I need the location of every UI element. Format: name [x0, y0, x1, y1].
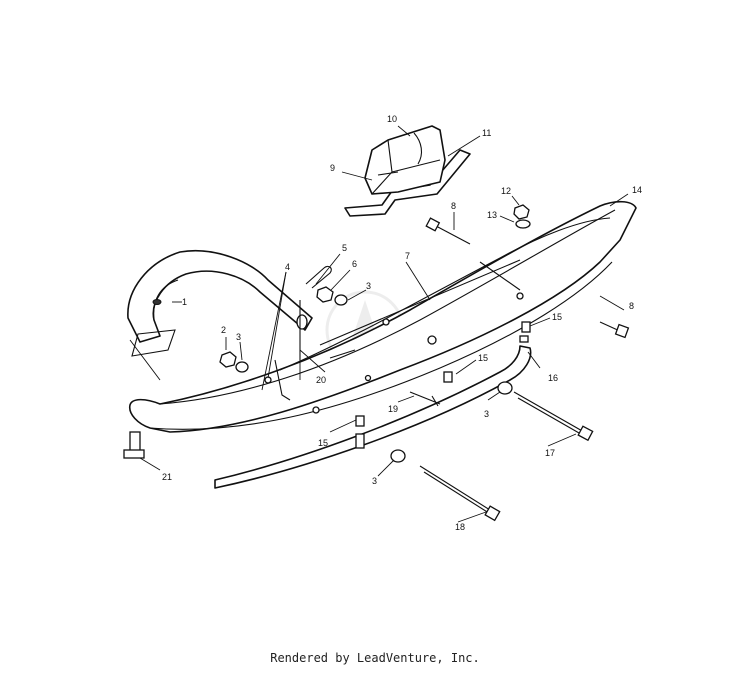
wear-bar — [214, 345, 532, 489]
callout-2: 2 — [221, 325, 226, 335]
callout-6: 6 — [352, 259, 357, 269]
callout-11: 11 — [482, 128, 491, 138]
callout-15: 15 — [552, 312, 562, 322]
callout-19: 19 — [388, 404, 398, 414]
footer-credit: Rendered by LeadVenture, Inc. — [270, 651, 480, 665]
callout-9: 9 — [330, 163, 335, 173]
callout-5: 5 — [342, 243, 347, 253]
nuts — [219, 204, 531, 368]
callout-10: 10 — [387, 114, 397, 124]
callout-15: 15 — [318, 438, 328, 448]
callout-labels: 1 2 3 3 3 3 4 5 6 7 8 8 9 10 11 12 13 14… — [162, 114, 642, 532]
spacers — [355, 321, 531, 449]
callout-18: 18 — [455, 522, 465, 532]
callout-12: 12 — [501, 186, 511, 196]
callout-13: 13 — [487, 210, 497, 220]
callout-3: 3 — [366, 281, 371, 291]
callout-8: 8 — [629, 301, 634, 311]
callout-3: 3 — [484, 409, 489, 419]
callout-3: 3 — [372, 476, 377, 486]
callout-14: 14 — [632, 185, 642, 195]
saddle-assembly — [344, 125, 471, 217]
callout-20: 20 — [316, 375, 326, 385]
callout-16: 16 — [548, 373, 558, 383]
leader-lines — [129, 125, 629, 523]
ski-body — [128, 200, 637, 433]
callout-17: 17 — [545, 448, 555, 458]
callout-21: 21 — [162, 472, 172, 482]
bolts — [123, 217, 630, 522]
callout-7: 7 — [405, 251, 410, 261]
callout-4: 4 — [285, 262, 290, 272]
callout-1: 1 — [182, 297, 187, 307]
callout-15: 15 — [478, 353, 488, 363]
washers — [235, 294, 513, 463]
callout-8: 8 — [451, 201, 456, 211]
callout-3: 3 — [236, 332, 241, 342]
